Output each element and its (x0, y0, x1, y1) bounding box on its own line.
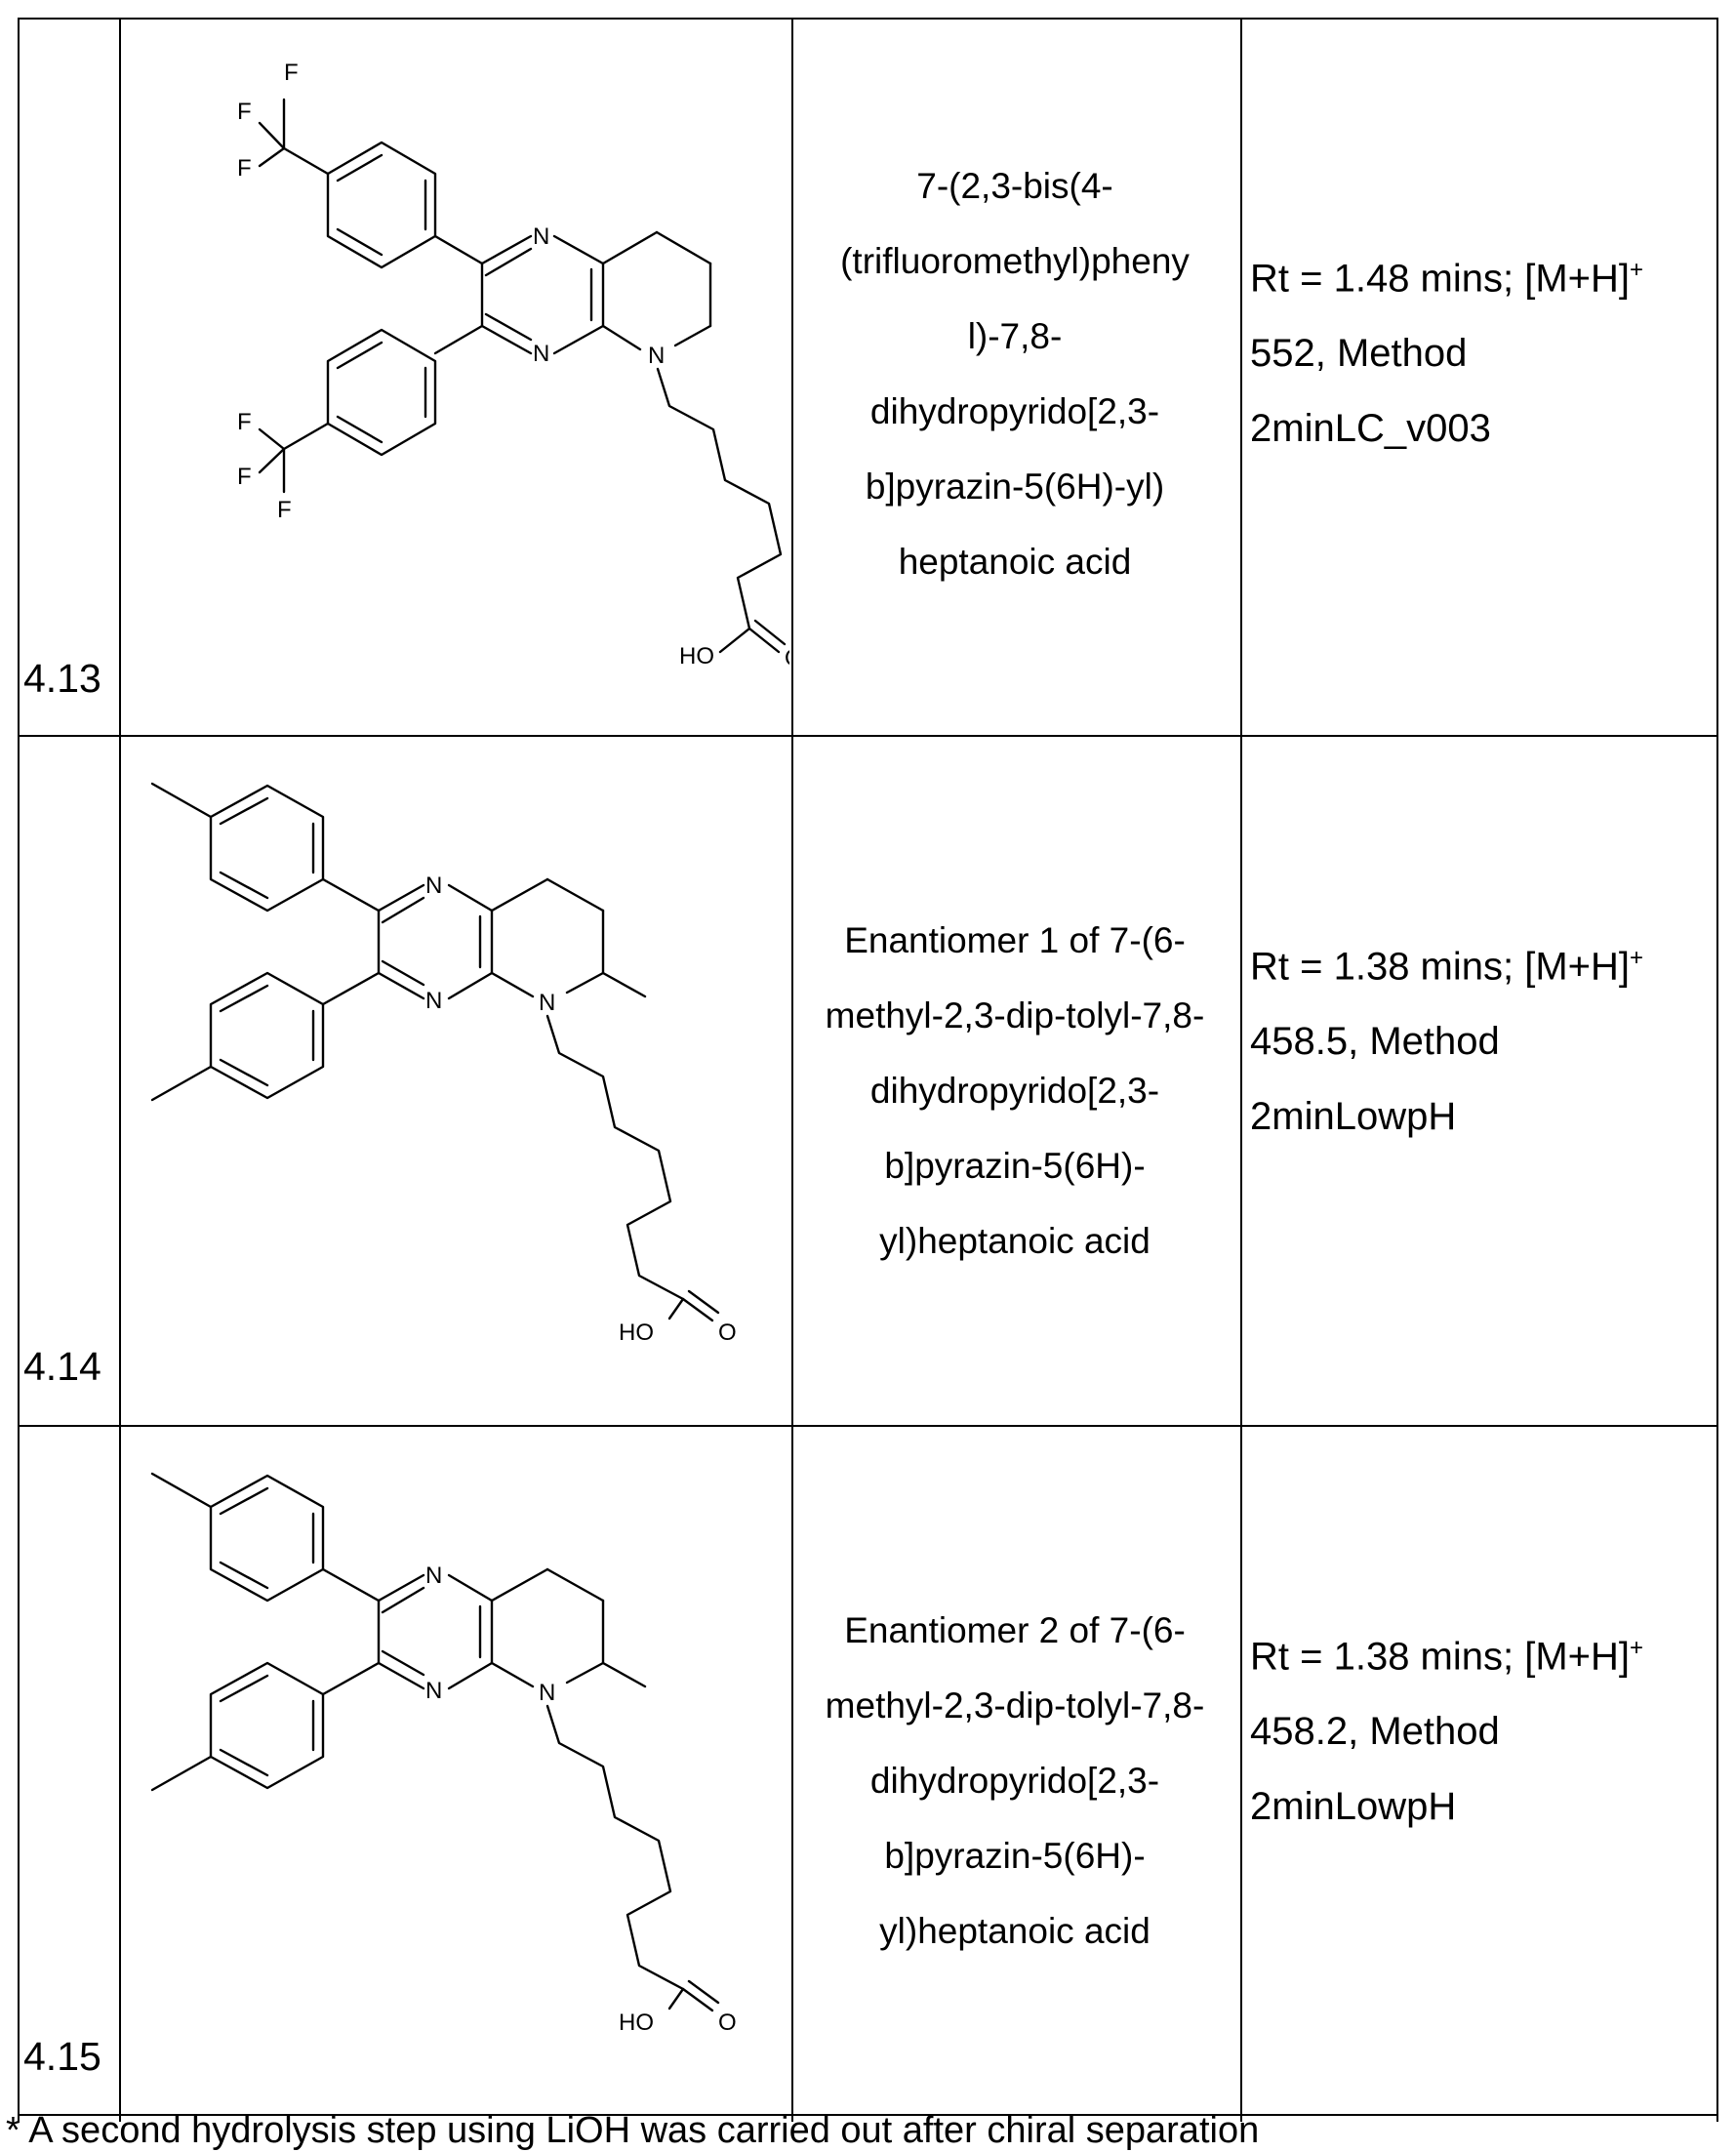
chemical-structure: F F F N N (123, 39, 789, 722)
svg-text:N: N (648, 343, 665, 369)
svg-text:N: N (533, 341, 549, 367)
svg-text:N: N (533, 223, 549, 250)
svg-text:N: N (425, 1563, 442, 1589)
svg-text:O: O (718, 2010, 737, 2036)
svg-text:F: F (284, 60, 299, 86)
svg-text:F: F (237, 155, 252, 182)
svg-text:O: O (785, 645, 789, 671)
ditolyl-methyl-pyridopyrazine-heptanoic-acid-structure: N N N HO O (123, 1446, 789, 2110)
compound-number: 4.15 (23, 2034, 121, 2080)
footnote: * A second hydrolysis step using LiOH wa… (6, 2110, 1259, 2152)
compound-name: 7-(2,3-bis(4- (trifluoromethyl)pheny l)-… (793, 148, 1236, 599)
svg-text:HO: HO (679, 643, 714, 670)
trifluoromethylphenyl-pyridopyrazine-heptanoic-acid-structure: F F F N N (123, 39, 789, 722)
compound-name: Enantiomer 1 of 7-(6- methyl-2,3-dip-tol… (793, 903, 1236, 1279)
table-row: 4.15 N N (0, 1427, 1736, 2114)
compound-number: 4.14 (23, 1344, 121, 1390)
chemical-structure: N N N HO O (123, 1446, 789, 2110)
svg-text:N: N (425, 1678, 442, 1704)
svg-text:HO: HO (619, 2010, 654, 2036)
table-row: 4.14 N N (0, 737, 1736, 1425)
svg-text:F: F (237, 99, 252, 125)
compound-number: 4.13 (23, 656, 121, 702)
svg-text:HO: HO (619, 1320, 654, 1346)
lcms-data: Rt = 1.38 mins; [M+H]+ 458.5, Method 2mi… (1250, 920, 1714, 1155)
svg-text:F: F (237, 464, 252, 490)
svg-text:O: O (718, 1320, 737, 1346)
ditolyl-methyl-pyridopyrazine-heptanoic-acid-structure: N N N HO O (123, 756, 789, 1420)
svg-text:N: N (425, 988, 442, 1014)
lcms-data: Rt = 1.48 mins; [M+H]+ 552, Method 2minL… (1250, 232, 1714, 467)
svg-text:F: F (237, 409, 252, 435)
compound-name: Enantiomer 2 of 7-(6- methyl-2,3-dip-tol… (793, 1593, 1236, 1969)
svg-text:N: N (539, 990, 555, 1016)
lcms-data: Rt = 1.38 mins; [M+H]+ 458.2, Method 2mi… (1250, 1610, 1714, 1845)
svg-text:F: F (277, 497, 292, 523)
chemical-structure: N N N HO O (123, 756, 789, 1420)
svg-text:N: N (425, 873, 442, 899)
table-row: 4.13 F F F (0, 20, 1736, 735)
svg-text:N: N (539, 1680, 555, 1706)
